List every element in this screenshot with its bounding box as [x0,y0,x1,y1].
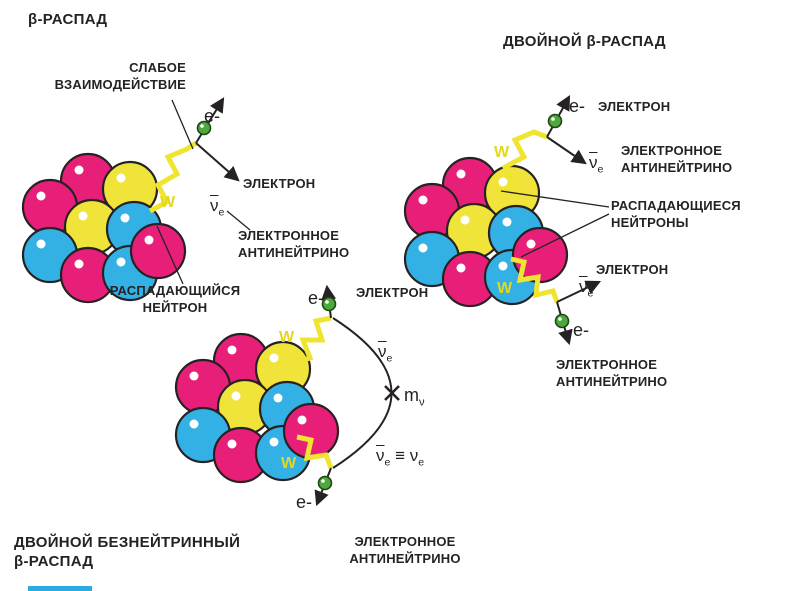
w-boson-line [510,256,560,303]
electron-dot [547,113,563,129]
label-weak-interaction: СЛАБОЕ ВЗАИМОДЕЙСТВИЕ [54,60,186,92]
label-electron-e-minus: e- [296,492,313,512]
mass-insertion-cross [384,385,400,401]
title-double-beta-decay: ДВОЙНОЙ β-РАСПАД [503,33,666,50]
electron-arrow [195,97,225,144]
antineutrino-arrow [195,142,240,182]
pointer-decaying-neutrons-upper [500,190,610,208]
w-boson-label: W [279,329,295,346]
electron-dot [321,296,337,312]
label-electron-antineutrino: ЭЛЕКТРОННОЕ АНТИНЕЙТРИНО [238,228,350,260]
w-boson-line [296,315,332,365]
label-electron-e-minus: e- [308,288,325,308]
w-boson-label: W [494,144,510,161]
neutrino-mass-label: mν [404,385,425,409]
antineutrino-arrow [556,280,602,303]
antineutrino-symbol: νe [579,277,594,300]
page-edge-artifact [28,586,92,591]
label-electron-e-minus: e- [569,96,586,116]
w-boson-label: W [160,194,176,211]
w-boson-line [296,434,334,469]
title-beta-decay: β-РАСПАД [28,11,108,28]
pointer-decaying-neutron [156,225,184,285]
w-boson-label: W [497,280,513,297]
w-boson-label: W [281,455,297,472]
label-electron-antineutrino: ЭЛЕКТРОННОЕ АНТИНЕЙТРИНО [556,357,668,389]
nucleus-double-beta-decay [403,156,569,308]
label-electron-antineutrino: ЭЛЕКТРОННОЕ АНТИНЕЙТРИНО [621,143,733,175]
pointer-antineutrino-label [226,210,251,231]
label-decaying-neutrons: РАСПАДАЮЩИЕСЯ НЕЙТРОНЫ [611,198,741,230]
nucleus-beta-decay [21,152,187,304]
electron-dot [196,120,212,136]
title-neutrinoless-double-beta-decay: ДВОЙНОЙ БЕЗНЕЙТРИННЫЙ β-РАСПАД [14,534,241,570]
antineutrino-symbol: νe [210,196,225,219]
label-electron: ЭЛЕКТРОН [596,262,669,277]
label-electron-antineutrino: ЭЛЕКТРОННОЕ АНТИНЕЙТРИНО [349,534,461,566]
pointer-decaying-neutrons-lower [520,213,610,258]
electron-dot [317,475,333,491]
label-electron: ЭЛЕКТРОН [598,99,671,114]
w-boson-line [495,129,548,196]
electron-dot [554,313,570,329]
nucleus-neutrinoless-decay [174,332,340,484]
w-boson-line [148,140,198,214]
neutrino-equivalence-label: νe ≡ νe [376,446,425,469]
label-electron: ЭЛЕКТРОН [243,176,316,191]
label-electron-e-minus: e- [573,320,590,340]
antineutrino-symbol: νe [378,342,393,365]
label-electron: ЭЛЕКТРОН [356,285,429,300]
pointer-weak-interaction [171,99,194,150]
label-decaying-neutron: РАСПАДАЮЩИЙСЯ НЕЙТРОН [109,283,241,315]
label-electron-e-minus: e- [204,106,221,126]
antineutrino-arrow [546,136,587,165]
antineutrino-symbol: νe [589,153,604,176]
